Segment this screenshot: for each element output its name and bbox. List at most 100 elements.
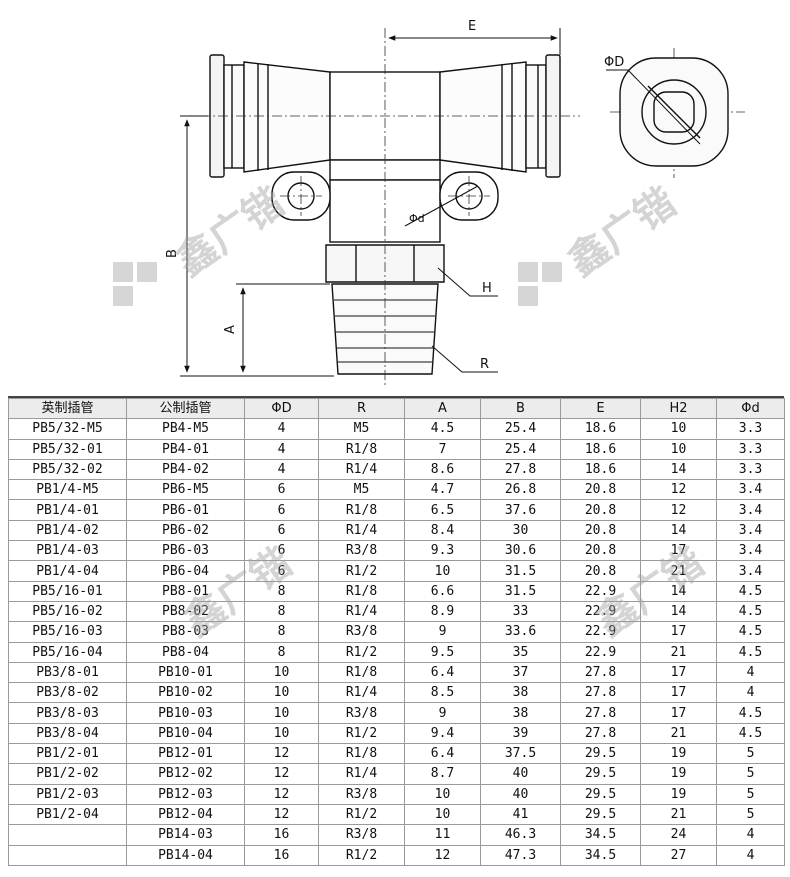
cell-metric-tube: PB6-02 (126, 519, 245, 542)
cell-b: 39 (480, 722, 561, 745)
cell-e: 18.6 (560, 418, 641, 440)
cell-h2: 19 (640, 743, 717, 765)
cell-a: 7 (404, 438, 481, 460)
cell-r: R3/8 (318, 783, 405, 805)
cell-h2: 21 (640, 722, 717, 745)
cell-r: R1/4 (318, 763, 405, 785)
cell-a: 9 (404, 702, 481, 724)
cell-b: 41 (480, 803, 561, 826)
cell-e: 27.8 (560, 702, 641, 724)
cell-imperial-tube: PB1/2-04 (8, 803, 127, 826)
cell-metric-tube: PB14-03 (126, 824, 245, 846)
cell-a: 8.4 (404, 519, 481, 542)
cell-r: R1/4 (318, 600, 405, 623)
cell-e: 27.8 (560, 661, 641, 684)
cell-outer-diameter: 8 (244, 580, 319, 602)
cell-b: 46.3 (480, 824, 561, 846)
dim-label-outer-diameter: ΦD (604, 55, 624, 70)
cell-a: 9.3 (404, 540, 481, 562)
cell-a: 6.4 (404, 661, 481, 684)
header-metric-tube: 公制插管 (126, 397, 245, 420)
cell-metric-tube: PB10-04 (126, 722, 245, 745)
cell-hole-diameter: 4 (716, 661, 785, 684)
cell-e: 34.5 (560, 844, 641, 866)
cell-h2: 27 (640, 844, 717, 866)
cell-h2: 21 (640, 560, 717, 582)
cell-r: R1/8 (318, 438, 405, 460)
cell-metric-tube: PB8-02 (126, 600, 245, 623)
cell-imperial-tube: PB5/16-03 (8, 621, 127, 643)
cell-imperial-tube: PB1/4-03 (8, 540, 127, 562)
cell-e: 29.5 (560, 763, 641, 785)
cell-imperial-tube: PB1/4-01 (8, 499, 127, 521)
cell-e: 20.8 (560, 479, 641, 501)
cell-h2: 17 (640, 540, 717, 562)
cell-e: 29.5 (560, 743, 641, 765)
cell-outer-diameter: 10 (244, 722, 319, 745)
cell-a: 10 (404, 783, 481, 805)
cell-r: R1/2 (318, 722, 405, 745)
cell-imperial-tube: PB5/32-02 (8, 458, 127, 481)
cell-h2: 14 (640, 519, 717, 542)
side-view-bore (641, 79, 707, 145)
cell-h2: 17 (640, 621, 717, 643)
cell-hole-diameter: 4.5 (716, 702, 785, 724)
cell-metric-tube: PB4-01 (126, 438, 245, 460)
cell-metric-tube: PB12-03 (126, 783, 245, 805)
cell-h2: 24 (640, 824, 717, 846)
cell-b: 35 (480, 641, 561, 663)
header-h2: H2 (640, 397, 717, 420)
cell-outer-diameter: 6 (244, 540, 319, 562)
cell-outer-diameter: 12 (244, 783, 319, 805)
cell-a: 6.4 (404, 743, 481, 765)
cell-e: 27.8 (560, 682, 641, 704)
cell-h2: 21 (640, 641, 717, 663)
cell-metric-tube: PB10-01 (126, 661, 245, 684)
cell-b: 30.6 (480, 540, 561, 562)
cell-imperial-tube: PB1/2-03 (8, 783, 127, 805)
cell-outer-diameter: 12 (244, 803, 319, 826)
dim-label-h: H (482, 281, 492, 296)
cell-a: 9.5 (404, 641, 481, 663)
cell-a: 8.7 (404, 763, 481, 785)
cell-e: 20.8 (560, 519, 641, 542)
cell-r: R1/2 (318, 803, 405, 826)
cell-imperial-tube: PB5/16-01 (8, 580, 127, 602)
cell-outer-diameter: 6 (244, 499, 319, 521)
cell-metric-tube: PB8-03 (126, 621, 245, 643)
cell-hole-diameter: 4 (716, 844, 785, 866)
cell-h2: 10 (640, 418, 717, 440)
cell-outer-diameter: 12 (244, 763, 319, 785)
cell-imperial-tube: PB3/8-03 (8, 702, 127, 724)
cell-a: 6.5 (404, 499, 481, 521)
cell-e: 20.8 (560, 540, 641, 562)
cell-metric-tube: PB8-04 (126, 641, 245, 663)
cell-metric-tube: PB6-04 (126, 560, 245, 582)
cell-hole-diameter: 3.4 (716, 560, 785, 582)
cell-outer-diameter: 16 (244, 824, 319, 846)
cell-h2: 14 (640, 580, 717, 602)
cell-hole-diameter: 3.3 (716, 438, 785, 460)
cell-a: 8.9 (404, 600, 481, 623)
cell-b: 26.8 (480, 479, 561, 501)
technical-drawing: E ΦD Φd B A H R (0, 0, 790, 394)
cell-imperial-tube: PB3/8-02 (8, 682, 127, 704)
cell-outer-diameter: 8 (244, 600, 319, 623)
header-e: E (560, 397, 641, 420)
cell-metric-tube: PB6-01 (126, 499, 245, 521)
dim-label-a: A (223, 325, 238, 334)
cell-metric-tube: PB12-04 (126, 803, 245, 826)
cell-r: R1/2 (318, 844, 405, 866)
cell-e: 22.9 (560, 600, 641, 623)
cell-outer-diameter: 10 (244, 661, 319, 684)
cell-r: M5 (318, 418, 405, 440)
cell-hole-diameter: 5 (716, 803, 785, 826)
cell-h2: 17 (640, 682, 717, 704)
